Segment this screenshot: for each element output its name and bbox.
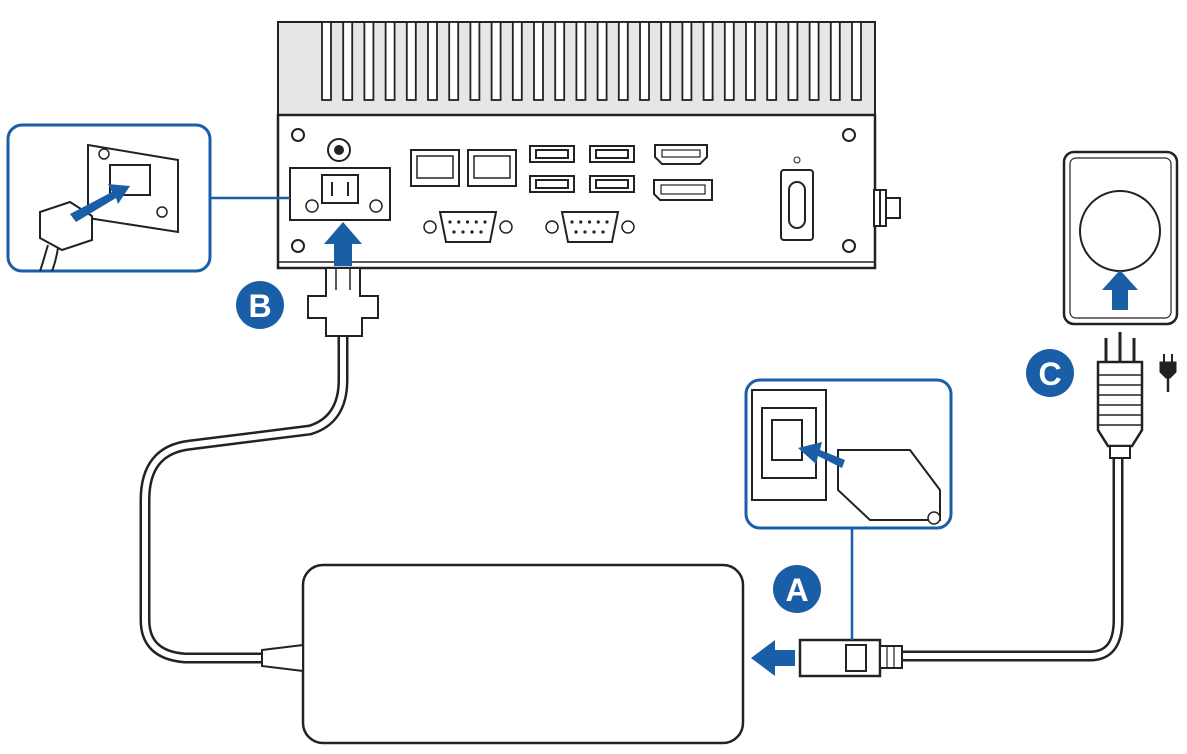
heatsink-fin [490,21,502,101]
heatsink-fin [575,21,587,101]
heatsink-fin [448,21,460,101]
displayport-port[interactable] [653,179,713,201]
com-pin [583,230,587,234]
com-pin [587,220,592,224]
lan-port-2[interactable] [467,149,517,187]
com-pin [448,220,452,224]
com-pin [452,230,456,234]
detail-inset-dc-connector [6,123,290,273]
power-switch[interactable] [780,156,814,241]
svg-text:B: B [248,288,271,324]
step-badge-c: C [1026,349,1074,397]
detail-inset-ac-inlet [744,378,953,530]
heatsink-fin [766,21,778,101]
svg-text:C: C [1038,356,1061,392]
heatsink-fins [321,21,862,101]
heatsink-fin [384,21,396,101]
heatsink-fin [596,21,608,101]
heatsink-fin [533,21,544,101]
usb-ports[interactable] [529,145,635,193]
lan-port-1[interactable] [410,149,460,187]
com-pin [483,220,487,224]
heatsink-fin [660,21,672,101]
heatsink-fin [617,21,629,101]
heatsink-fin [427,21,438,101]
wall-plug[interactable] [1096,332,1144,459]
dc-in-terminal[interactable] [289,167,391,221]
dc-plug[interactable] [307,267,379,337]
com-pin [461,230,465,234]
com-port-1[interactable] [423,211,513,243]
com-pin [470,230,474,234]
embedded-pc [276,21,901,270]
dc-cable [139,324,349,664]
heatsink-fin [851,21,862,101]
step-badge-a: A [773,565,821,613]
com-port-2[interactable] [545,211,635,243]
com-pin [579,220,583,224]
com-pin [479,230,483,234]
wall-outlet [1062,150,1179,326]
side-antenna-connector [873,189,901,227]
heatsink-fin [511,21,523,101]
heatsink-fin [787,21,799,101]
plug-icon [1159,354,1177,392]
com-pin [570,220,574,224]
arrow-a [751,640,795,676]
hdmi-port[interactable] [654,144,708,165]
heatsink-fin [405,21,417,101]
com-pins [448,220,609,234]
heatsink-fin [723,21,735,101]
com-pin [574,230,578,234]
heatsink-fin [702,21,714,101]
heatsink-fin [829,21,841,101]
panel-screws [291,128,856,253]
svg-text:A: A [785,572,808,608]
arrow-b [324,222,362,266]
ac-connector[interactable] [798,638,903,678]
heatsink-fin [681,21,693,101]
ac-cord [894,449,1124,662]
com-pin [605,220,609,224]
remote-switch[interactable] [327,138,351,162]
power-adapter [261,563,745,745]
heatsink-fin [554,21,566,101]
heatsink-fin [321,21,332,101]
com-pin [596,220,600,224]
com-pin [457,220,461,224]
com-pin [592,230,596,234]
heatsink-fin [639,21,650,101]
com-pin [601,230,605,234]
heatsink-fin [808,21,820,101]
heatsink-fin [469,21,481,101]
heatsink-fin [342,21,354,101]
com-pin [474,220,478,224]
step-badge-b: B [236,281,284,329]
heatsink-fin [363,21,375,101]
arrow-c [1102,270,1138,310]
heatsink-fin [745,21,756,101]
inset-arrow-a [798,442,845,468]
inset-arrow-b [70,184,130,222]
com-pin [465,220,470,224]
